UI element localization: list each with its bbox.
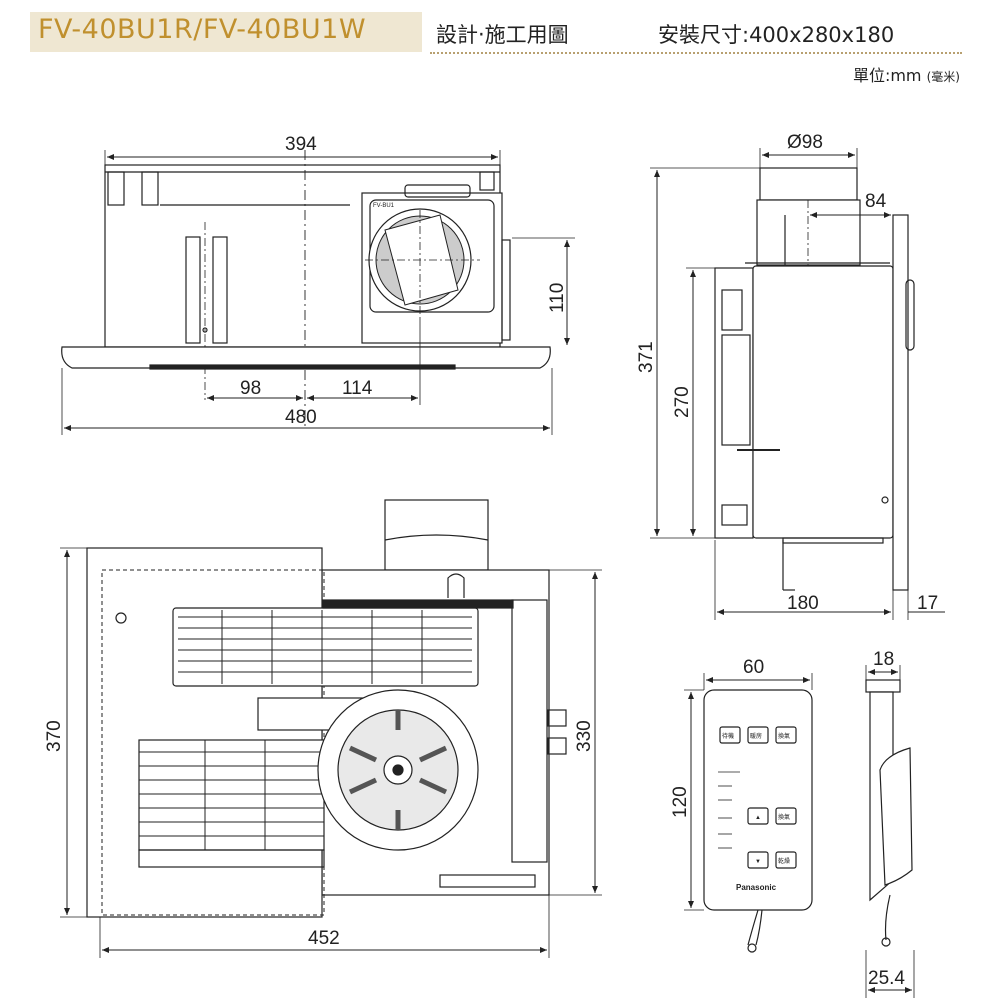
side-depth-label: 180 <box>787 593 819 614</box>
remote-label-dry: 乾燥 <box>778 857 790 865</box>
remote-height-label: 120 <box>670 786 691 818</box>
front-width-bottom-label: 480 <box>285 407 317 428</box>
model-title-background <box>30 12 422 52</box>
remote-holder-depth-label: 25.4 <box>868 968 905 989</box>
front-offset-right-label: 114 <box>342 378 373 399</box>
bottom-body-height-label: 330 <box>574 720 595 752</box>
remote-label-up: ▲ <box>755 815 761 821</box>
side-total-height-label: 371 <box>636 341 657 373</box>
remote-button-heat <box>747 726 769 744</box>
front-slot-left <box>185 236 201 344</box>
bottom-upper-grille <box>172 607 479 687</box>
side-view <box>650 148 945 620</box>
side-body <box>752 265 894 539</box>
side-body-height-label: 270 <box>672 386 693 418</box>
remote-label-vent: 換氣 <box>778 732 790 740</box>
model-title: FV-40BU1R/FV-40BU1W <box>38 14 367 45</box>
remote-label-standby: 待機 <box>722 732 734 740</box>
side-duct <box>759 167 858 201</box>
front-slot-right <box>212 236 228 344</box>
remote-label-heat: 暖房 <box>750 732 762 740</box>
bottom-view <box>60 499 602 958</box>
remote-brand: Panasonic <box>736 883 777 892</box>
remote-button-dry <box>775 851 797 869</box>
front-width-top-label: 394 <box>285 134 317 155</box>
front-top-clip <box>404 184 471 198</box>
bottom-lower-grille <box>138 739 325 851</box>
front-nameplate: FV-BU1 <box>373 203 395 209</box>
remote-button-vent <box>775 726 797 744</box>
drawing-subtitle: 設計‧施工用圖 <box>436 23 569 47</box>
side-panel-thickness-label: 17 <box>917 593 938 614</box>
install-size-label: 安裝尺寸:400x280x180 <box>658 23 895 47</box>
remote-button-vent2 <box>775 807 797 825</box>
header-dotted-rule <box>430 52 962 54</box>
side-panel <box>892 214 909 591</box>
front-view <box>61 150 575 435</box>
remote-label-down: ▼ <box>755 859 761 865</box>
unit-note: (毫米) <box>926 70 960 84</box>
front-left-bracket <box>107 171 125 206</box>
remote-button-standby <box>719 726 741 744</box>
remote-width-label: 60 <box>743 657 764 678</box>
unit-label: 單位:mm (毫米) <box>853 62 960 86</box>
front-offset-left-label: 98 <box>240 378 261 399</box>
side-front-part <box>714 267 754 539</box>
remote-depth-label: 18 <box>873 649 894 670</box>
unit-text: 單位:mm <box>852 66 922 85</box>
header: FV-40BU1R/FV-40BU1W 設計‧施工用圖 安裝尺寸:400x280… <box>0 0 1000 90</box>
bottom-panel <box>86 547 323 918</box>
remote-label-vent2: 換氣 <box>778 813 790 821</box>
remote-side <box>865 665 915 998</box>
remote-button-down <box>747 851 769 869</box>
bottom-panel-height-label: 370 <box>44 720 65 752</box>
side-duct-offset-label: 84 <box>865 191 887 212</box>
remote-side-body <box>879 747 913 886</box>
side-duct-diameter-label: Ø98 <box>787 132 823 153</box>
remote-front <box>684 673 813 953</box>
front-duct-height-label: 110 <box>547 283 568 313</box>
front-panel <box>61 346 551 369</box>
remote-button-up <box>747 807 769 825</box>
bottom-panel-width-label: 452 <box>308 928 340 949</box>
